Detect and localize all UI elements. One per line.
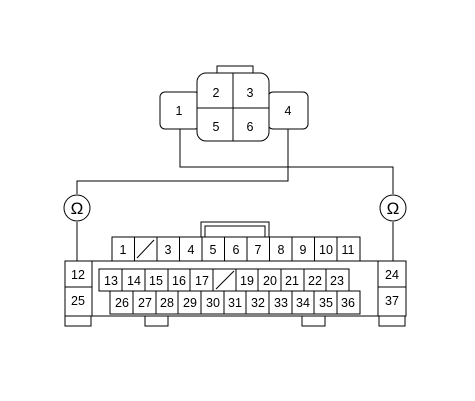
- small-pin-5: 5: [213, 120, 220, 134]
- large-connector-lock-tab-inner: [204, 225, 266, 237]
- large-connector-foot-1: [64, 315, 92, 327]
- large-pin-36: 36: [341, 296, 355, 310]
- large-pin-26: 26: [115, 296, 129, 310]
- large-pin-7: 7: [255, 243, 262, 257]
- large-pin-8: 8: [278, 243, 285, 257]
- ohm-icon: Ω: [387, 199, 400, 218]
- large-pin-31: 31: [228, 296, 242, 310]
- lead-pin1-to-right-meter: [179, 129, 394, 194]
- row2-dividers: [121, 269, 327, 291]
- large-pin-13: 13: [104, 274, 118, 288]
- large-pin-21: 21: [285, 274, 299, 288]
- large-connector-lock-tab-outer: [200, 221, 270, 237]
- large-pin-22: 22: [308, 274, 322, 288]
- small-pin-1: 1: [176, 104, 183, 118]
- large-pin-5: 5: [210, 243, 217, 257]
- large-pin-33: 33: [274, 296, 288, 310]
- large-pin-37: 37: [385, 294, 399, 308]
- row3-dividers: [132, 291, 338, 314]
- small-connector: 1 2 3 4 5 6: [159, 65, 309, 142]
- large-connector-foot-4: [378, 315, 406, 327]
- large-pin-14: 14: [127, 274, 141, 288]
- small-pin-4: 4: [285, 104, 292, 118]
- large-pin-17: 17: [195, 274, 209, 288]
- large-pin-12: 12: [71, 268, 85, 282]
- large-connector-row3: [109, 290, 361, 315]
- large-pin-28: 28: [160, 296, 174, 310]
- right-ohmmeter: Ω: [379, 194, 407, 222]
- ohm-icon: Ω: [71, 199, 84, 218]
- large-connector-foot-3: [301, 315, 326, 327]
- small-pin-3: 3: [247, 86, 254, 100]
- large-pin-30: 30: [206, 296, 220, 310]
- large-pin-3: 3: [165, 243, 172, 257]
- large-pin-34: 34: [296, 296, 310, 310]
- large-pin-16: 16: [172, 274, 186, 288]
- ohmmeter-circle: [379, 194, 407, 222]
- large-pin-19: 19: [240, 274, 254, 288]
- row2-empty-cavity-slash: [215, 270, 235, 290]
- test-leads: [76, 129, 394, 261]
- large-pin-32: 32: [251, 296, 265, 310]
- large-pin-11: 11: [342, 243, 355, 257]
- large-pin-10: 10: [319, 243, 333, 257]
- small-pin-2: 2: [213, 86, 220, 100]
- large-connector: 1 3 4 5 6 7 8 9 10 11 13 14 15 16 17 19: [64, 221, 407, 327]
- lead-pin4-to-left-meter: [76, 129, 289, 194]
- large-pin-35: 35: [319, 296, 333, 310]
- left-ohmmeter: Ω: [63, 194, 91, 222]
- large-pin-20: 20: [263, 274, 277, 288]
- small-pin-6: 6: [247, 120, 254, 134]
- ohmmeter-circle: [63, 194, 91, 222]
- large-pin-23: 23: [330, 274, 344, 288]
- large-pin-27: 27: [138, 296, 152, 310]
- large-pin-4: 4: [188, 243, 195, 257]
- large-connector-foot-2: [144, 315, 169, 327]
- large-pin-25: 25: [71, 294, 85, 308]
- large-pin-29: 29: [183, 296, 197, 310]
- large-pin-9: 9: [300, 243, 307, 257]
- large-pin-15: 15: [149, 274, 163, 288]
- row1-empty-cavity-slash: [136, 239, 155, 259]
- large-pin-1: 1: [120, 243, 127, 257]
- large-pin-6: 6: [233, 243, 240, 257]
- row1-dividers: [134, 237, 338, 261]
- large-pin-24: 24: [385, 268, 399, 282]
